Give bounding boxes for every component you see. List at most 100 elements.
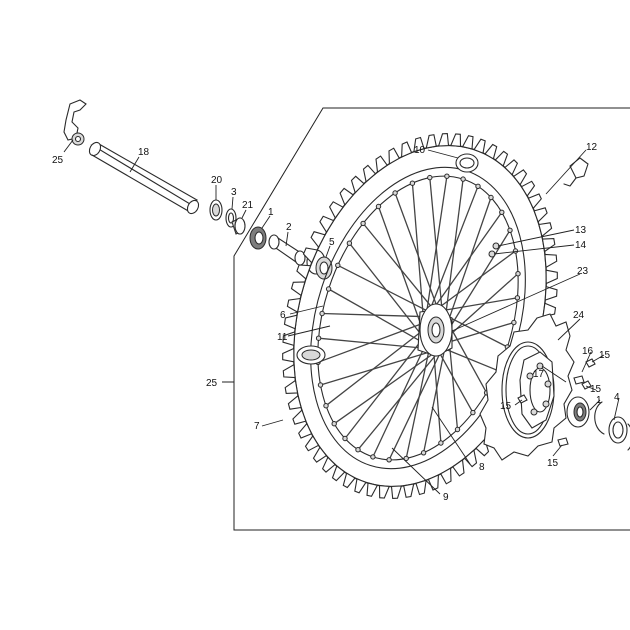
callout-15-mid: 15 <box>590 384 602 395</box>
callout-18: 18 <box>138 147 150 158</box>
spoke <box>325 328 425 407</box>
spoke <box>357 344 445 451</box>
spoke <box>320 349 437 386</box>
tyre-knob <box>504 159 519 176</box>
tyre-knob <box>339 187 355 206</box>
callout-10: 10 <box>414 145 426 156</box>
tyre-knob <box>390 485 403 499</box>
tyre-knob <box>494 150 509 167</box>
spoke-nipple <box>499 209 505 216</box>
tyre-knob <box>342 472 356 489</box>
tyre-knob <box>450 133 462 148</box>
callout-21: 21 <box>242 200 254 211</box>
tyre-knob <box>366 482 379 497</box>
tyre-knob <box>413 136 425 153</box>
spoke <box>427 186 479 316</box>
tyre-knob <box>544 285 558 301</box>
spoke <box>318 337 433 350</box>
spoke <box>439 297 518 312</box>
tyre-knob <box>286 297 302 313</box>
spacer-tube-2 <box>268 234 306 266</box>
valve-13-14 <box>488 242 500 258</box>
spoke-nipple <box>470 409 476 416</box>
spoke <box>328 288 429 347</box>
tyre-knob <box>282 347 295 363</box>
spoke <box>424 176 448 321</box>
callout-1-left: 1 <box>268 207 274 218</box>
tyre-knob <box>542 302 557 318</box>
spoke-nipple <box>323 403 329 409</box>
tyre-knob <box>378 484 390 499</box>
tyre-knob <box>283 314 298 330</box>
callout-15-bottom: 15 <box>547 458 559 469</box>
tyre-knob <box>425 134 437 149</box>
tyre-knob <box>362 164 377 183</box>
spoke-nipples <box>315 173 521 463</box>
callout-7: 7 <box>254 421 260 432</box>
tyre-knob <box>527 193 542 210</box>
callout-15-top: 15 <box>599 350 611 361</box>
tyre-knob <box>287 394 302 410</box>
callout-5: 5 <box>329 237 335 248</box>
callout-1-right: 1 <box>596 395 602 406</box>
spoke-nipple <box>370 454 376 460</box>
bearing-1-left <box>249 226 267 250</box>
spoke-nipple <box>507 227 513 234</box>
spoke-nipple <box>392 190 398 196</box>
spoke-nipple <box>454 426 461 433</box>
tyre-knob <box>538 222 553 238</box>
tyre-knob <box>401 141 413 158</box>
tyre-knob <box>284 379 299 394</box>
callout-24: 24 <box>573 310 585 321</box>
tyre-knob <box>463 449 478 468</box>
tyre-knob <box>319 215 335 234</box>
tyre-knob <box>403 483 415 498</box>
tyre-knob <box>310 231 326 249</box>
tyre-knob <box>512 169 528 186</box>
spoke <box>348 242 427 341</box>
callout-25-wheel: 25 <box>206 378 218 389</box>
spoke <box>446 197 492 324</box>
spoke <box>431 211 503 312</box>
tyre-knob <box>302 247 319 264</box>
spoke-nipple <box>335 262 341 268</box>
tyre-knob <box>292 409 307 425</box>
callout-6: 6 <box>280 310 286 321</box>
spoke <box>441 346 499 372</box>
spoke <box>444 321 515 344</box>
spoke <box>337 264 431 313</box>
spoke-nipple <box>514 295 521 301</box>
spoke-nipple <box>317 382 324 388</box>
spoke <box>437 349 474 413</box>
leader-lines <box>63 139 620 495</box>
rim-lock-10 <box>455 153 479 173</box>
spoke-nipple <box>315 335 322 341</box>
assembly-frame <box>233 107 630 531</box>
tyre-knob <box>388 147 401 165</box>
tyre-knob <box>304 435 320 452</box>
tyre-knob <box>415 479 427 496</box>
spoke-nipple <box>360 220 366 227</box>
spoke-nipple <box>409 180 416 186</box>
front-wheel <box>282 133 558 499</box>
spoke <box>377 206 425 335</box>
spoke-nipple <box>475 183 481 190</box>
tyre-knob <box>520 180 536 197</box>
tyre-knob <box>545 269 558 285</box>
tyre-knob <box>544 253 558 269</box>
tyre-knob <box>298 422 313 439</box>
spoke <box>362 222 435 311</box>
spoke-nipple <box>346 240 353 246</box>
tyre-knob <box>439 467 452 485</box>
spoke <box>394 192 440 311</box>
spoke <box>333 348 441 425</box>
callout-23: 23 <box>577 266 589 277</box>
spacer-washer-20 <box>209 199 223 221</box>
spoke <box>446 273 519 338</box>
callout-11: 11 <box>277 332 288 343</box>
spoke-nipple <box>488 194 494 201</box>
spacer-3 <box>225 208 237 228</box>
axle-clamp <box>63 99 87 146</box>
